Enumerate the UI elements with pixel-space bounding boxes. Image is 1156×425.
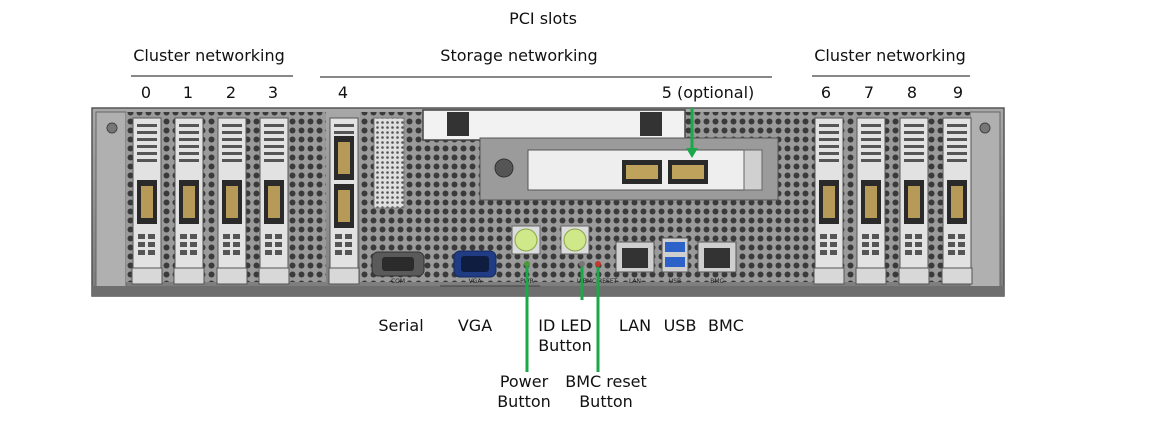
- pci-card-slot-6: [813, 117, 845, 285]
- silk-usb: USB: [669, 278, 681, 285]
- slot-label-9: 9: [952, 83, 964, 102]
- port-label-id-led-line1: ID LED: [538, 316, 592, 335]
- power-button: [511, 225, 541, 267]
- slot-label-7: 7: [863, 83, 875, 102]
- pci-card-slot-7: [855, 117, 887, 285]
- pci-slots-title: PCI slots: [509, 9, 577, 28]
- bmc-port: [697, 241, 737, 273]
- port-label-vga: VGA: [457, 316, 493, 335]
- port-label-serial: Serial: [378, 316, 424, 335]
- silk-vga: VGA: [469, 278, 483, 285]
- slot-label-5: 5 (optional): [661, 83, 755, 102]
- port-label-id-led: ID LED Button: [538, 316, 592, 356]
- port-label-power: Power Button: [497, 372, 551, 412]
- port-label-power-line2: Button: [497, 392, 551, 411]
- port-label-bmc: BMC: [708, 316, 744, 335]
- port-label-bmc-reset-line2: Button: [579, 392, 633, 411]
- pci-card-slot-9: [941, 117, 973, 285]
- port-label-id-led-line2: Button: [538, 336, 592, 355]
- pci-card-slot-8: [898, 117, 930, 285]
- group-rule-cluster-left: [131, 75, 293, 77]
- blank-slot-plate: [373, 117, 405, 209]
- slot-5-card: [479, 137, 779, 201]
- slot-label-4: 4: [337, 83, 349, 102]
- vga-port: [453, 250, 497, 278]
- port-label-power-line1: Power: [499, 372, 549, 391]
- port-label-usb: USB: [663, 316, 697, 335]
- slot-label-6: 6: [820, 83, 832, 102]
- silk-bmc-reset: BMC RESET: [583, 278, 618, 285]
- lan-port: [615, 241, 655, 273]
- callouts: [525, 108, 694, 372]
- slot-label-2: 2: [225, 83, 237, 102]
- pci-card-slot-0: [131, 117, 163, 285]
- port-label-bmc-reset: BMC reset Button: [565, 372, 647, 412]
- slot-label-3: 3: [267, 83, 279, 102]
- pci-card-slot-1: [173, 117, 205, 285]
- silk-com: COM: [391, 278, 405, 285]
- usb-ports: [661, 237, 689, 273]
- group-label-storage: Storage networking: [440, 46, 598, 65]
- pci-card-slot-3: [258, 117, 290, 285]
- group-rule-storage: [320, 76, 772, 78]
- silk-bmc: BMC: [710, 278, 723, 285]
- slot-label-8: 8: [906, 83, 918, 102]
- callout-slot-5-arrowhead: [686, 148, 698, 158]
- slot-label-0: 0: [140, 83, 152, 102]
- pci-card-slot-4: [328, 117, 360, 285]
- pci-card-slot-2: [216, 117, 248, 285]
- group-label-cluster-left: Cluster networking: [133, 46, 285, 65]
- group-rule-cluster-right: [812, 75, 970, 77]
- id-led-button: [560, 225, 601, 267]
- silk-lan: LAN: [629, 278, 641, 285]
- group-label-cluster-right: Cluster networking: [814, 46, 966, 65]
- serial-port: [371, 251, 425, 277]
- slot-label-1: 1: [182, 83, 194, 102]
- port-label-bmc-reset-line1: BMC reset: [565, 372, 647, 391]
- port-label-lan: LAN: [618, 316, 652, 335]
- riser-window: [422, 109, 686, 141]
